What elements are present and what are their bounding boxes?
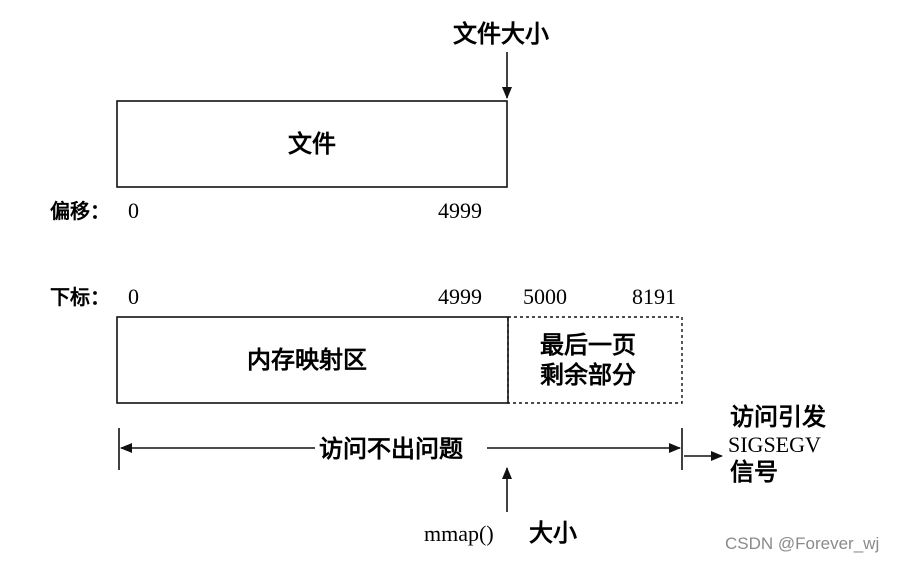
index-page-start: 5000 [523,284,567,309]
offset-start: 0 [128,198,139,223]
file-box-label: 文件 [288,130,336,158]
page-remainder-line1: 最后一页 [540,331,636,359]
mmap-label: mmap() [424,521,494,546]
offset-label: 偏移： [50,199,110,223]
sigsegv-line1: 访问引发 [730,403,826,431]
csdn-watermark: CSDN @Forever_wj [725,534,879,553]
index-start: 0 [128,284,139,309]
file-box [116,100,508,188]
index-label: 下标： [50,285,110,309]
sigsegv-line3: 信号 [730,458,778,486]
offset-end: 4999 [438,198,482,223]
sigsegv-line2: SIGSEGV [728,432,821,457]
mmap-label-suffix: 大小 [529,519,577,547]
page-remainder-line2: 剩余部分 [540,361,636,389]
index-page-end: 8191 [632,284,676,309]
access-ok-label: 访问不出问题 [319,435,463,463]
index-end: 4999 [438,284,482,309]
mapped-region-label: 内存映射区 [247,346,367,374]
page-remainder-box [507,316,683,404]
file-size-label: 文件大小 [453,20,549,48]
